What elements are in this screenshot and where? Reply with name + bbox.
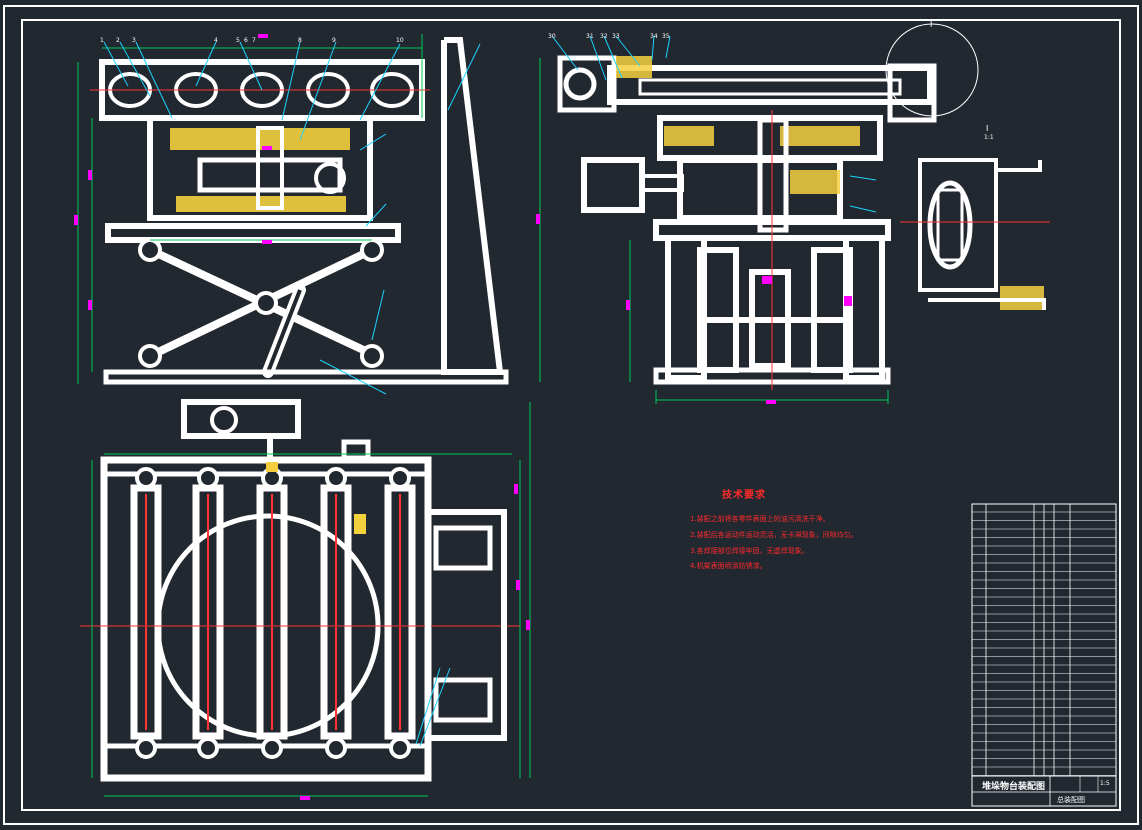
part-balloon-number: 8	[298, 37, 302, 44]
technical-requirement-1: 1.装配之前将各零件表面上的油污清洗干净。	[690, 515, 830, 523]
part-balloon-number: 5	[236, 37, 240, 44]
technical-requirement-4: 4.机架表面喷涂防锈漆。	[690, 562, 767, 570]
part-balloon-number: 32	[600, 33, 608, 40]
front-view	[74, 34, 509, 395]
part-balloon-number: 3	[132, 37, 136, 44]
part-balloon-number: 6	[244, 37, 248, 44]
technical-requirement-3: 3.各焊接部位焊接牢固，无虚焊现象。	[690, 547, 809, 555]
part-balloon-number: 30	[548, 33, 556, 40]
drawing-scale: 1:5	[1100, 780, 1110, 787]
part-balloons-side: 30 31 32 33 34 35	[548, 33, 670, 40]
drawing-title: 堆垛物台装配图	[982, 782, 1046, 792]
drawing-subtitle: 总装配图	[1057, 796, 1085, 804]
technical-requirement-2: 2.装配后各运动件运动灵活，无卡滞现象，间隙均匀。	[690, 531, 858, 539]
detail-view-label: I	[986, 124, 989, 133]
part-balloon-number: 1	[100, 37, 104, 44]
part-balloon-number: 7	[252, 37, 256, 44]
part-balloon-number: 35	[662, 33, 670, 40]
part-balloon-number: 33	[612, 33, 620, 40]
part-balloon-number: 4	[214, 37, 218, 44]
plan-view	[80, 399, 531, 800]
detail-view-marker: I	[930, 20, 933, 29]
parts-list	[971, 503, 1117, 807]
part-balloon-number: 9	[332, 37, 336, 44]
part-balloon-number: 2	[116, 37, 120, 44]
part-balloon-number: 34	[650, 33, 658, 40]
detail-view-scale: 1:1	[984, 134, 994, 141]
sheet-inner-border	[21, 19, 1121, 811]
part-balloon-number: 10	[396, 37, 404, 44]
technical-requirements-title: 技术要求	[722, 490, 766, 501]
side-view	[536, 23, 1050, 404]
part-balloon-number: 31	[586, 33, 594, 40]
sheet-outer-border	[3, 5, 1139, 825]
